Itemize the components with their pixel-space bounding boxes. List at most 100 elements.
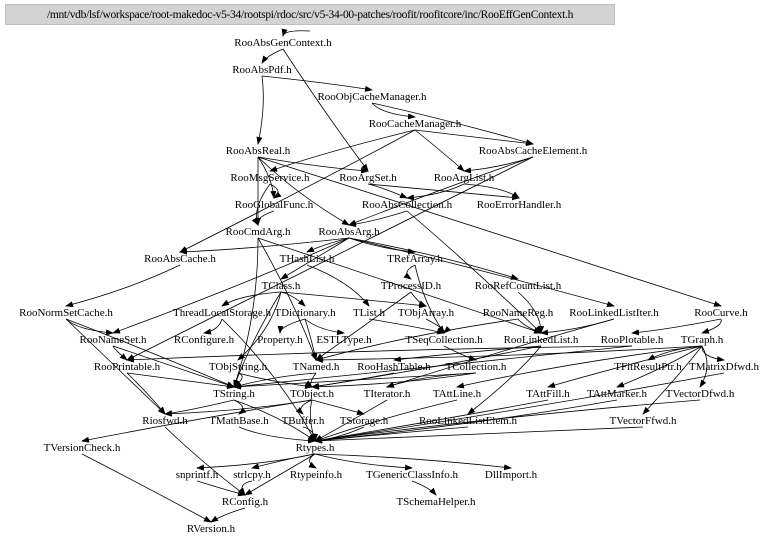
node-roo-abs-pdf[interactable]: RooAbsPdf.h — [232, 64, 292, 76]
node-rversion[interactable]: RVersion.h — [186, 523, 236, 535]
node-roo-abs-gen-context[interactable]: RooAbsGenContext.h — [234, 37, 332, 49]
node-tvector-dfwd[interactable]: TVectorDfwd.h — [665, 388, 735, 400]
node-rconfig[interactable]: RConfig.h — [221, 496, 269, 508]
node-tstring[interactable]: TString.h — [213, 388, 255, 400]
node-tmatrix-dfwd[interactable]: TMatrixDfwd.h — [689, 361, 759, 373]
edge-thash-list-to-tlist — [306, 264, 370, 307]
node-strlcpy[interactable]: strlcpy.h — [233, 469, 271, 481]
node-estltype[interactable]: ESTLType.h — [316, 334, 372, 346]
node-tschema-helper[interactable]: TSchemaHelper.h — [396, 496, 476, 508]
edge-tclass-to-tobj-string — [237, 291, 282, 361]
node-riosfwd[interactable]: Riosfwd.h — [142, 415, 188, 427]
edge-tgraph-to-tmatrix-dfwd — [701, 345, 725, 363]
node-tlist[interactable]: TList.h — [352, 307, 386, 319]
node-tbuffer[interactable]: TBuffer.h — [281, 415, 325, 427]
node-thread-local-storage[interactable]: ThreadLocalStorage.h — [172, 307, 272, 319]
node-property[interactable]: Property.h — [257, 334, 303, 346]
edge-roo-abs-gen-context-to-roo-abs-pdf — [261, 48, 284, 64]
edge-tclass-to-tstring — [233, 291, 282, 388]
node-titerator[interactable]: TIterator.h — [363, 388, 411, 400]
edge-roo-cmd-arg-to-roo-linked-list — [257, 237, 542, 334]
node-tversion-check[interactable]: TVersionCheck.h — [43, 442, 121, 454]
node-roo-linked-list-elem[interactable]: RooLinkedListElem.h — [418, 415, 518, 427]
edge-roo-linked-list-iter-to-roo-linked-list — [540, 318, 615, 336]
edge-roo-cache-manager-to-roo-msg-service — [269, 129, 416, 172]
node-tstorage[interactable]: TStorage.h — [339, 415, 389, 427]
node-roo-linked-list[interactable]: RooLinkedList.h — [503, 334, 579, 346]
edge-tcollection-to-tobject — [311, 372, 477, 390]
edge-roo-obj-cache-manager-to-roo-abs-cache-element — [371, 102, 534, 145]
edge-roo-abs-pdf-to-roo-abs-real — [256, 75, 264, 145]
node-tobj-array[interactable]: TObjArray.h — [397, 307, 455, 319]
node-roo-plotable[interactable]: RooPlotable.h — [600, 334, 664, 346]
node-rconfigure[interactable]: RConfigure.h — [173, 334, 235, 346]
edge-tgraph-to-tatt-marker — [616, 345, 703, 388]
node-tatt-fill[interactable]: TAttFill.h — [526, 388, 570, 400]
root-file-node[interactable]: /mnt/vdb/lsf/workspace/root-makedoc-v5-3… — [5, 4, 615, 25]
edge-tobject-to-tversion-check — [81, 399, 313, 443]
edge-roo-linked-list-elem-to-rtypes — [314, 426, 469, 444]
node-tclass[interactable]: TClass.h — [261, 280, 301, 292]
edge-rtypes-to-snprintf — [196, 453, 316, 471]
edge-rtypes-to-strlcpy — [251, 453, 316, 470]
node-tgeneric-class-info[interactable]: TGenericClassInfo.h — [366, 469, 458, 481]
edge-riosfwd-to-rconfig — [164, 426, 246, 496]
node-roo-abs-real[interactable]: RooAbsReal.h — [225, 145, 291, 157]
node-rtypes[interactable]: Rtypes.h — [295, 442, 335, 454]
node-roo-abs-collection[interactable]: RooAbsCollection.h — [361, 199, 453, 211]
edge-tref-array-to-tprocess-id — [403, 264, 416, 280]
node-roo-linked-list-iter[interactable]: RooLinkedListIter.h — [569, 307, 659, 319]
node-tmath-base[interactable]: TMathBase.h — [209, 415, 269, 427]
node-tref-array[interactable]: TRefArray.h — [387, 253, 443, 265]
node-tatt-marker[interactable]: TAttMarker.h — [587, 388, 647, 400]
node-roo-arg-set[interactable]: RooArgSet.h — [339, 172, 397, 184]
node-roo-global-func[interactable]: RooGlobalFunc.h — [234, 199, 314, 211]
edge-rtypes-to-rtypeinfo — [308, 453, 317, 469]
node-roo-ref-count-list[interactable]: RooRefCountList.h — [474, 280, 562, 292]
node-roo-hash-table[interactable]: RooHashTable.h — [357, 361, 431, 373]
node-roo-norm-set-cache[interactable]: RooNormSetCache.h — [19, 307, 113, 319]
node-roo-abs-cache-element[interactable]: RooAbsCacheElement.h — [478, 145, 588, 157]
node-dll-import[interactable]: DllImport.h — [484, 469, 538, 481]
edge-tnamed-to-tobject — [304, 372, 317, 388]
node-roo-arg-list[interactable]: RooArgList.h — [433, 172, 495, 184]
node-roo-name-set[interactable]: RooNameSet.h — [79, 334, 147, 346]
node-roo-printable[interactable]: RooPrintable.h — [93, 361, 161, 373]
edge-roo-abs-real-to-roo-curve — [257, 156, 722, 307]
node-thash-list[interactable]: THashList.h — [279, 253, 335, 265]
node-roo-obj-cache-manager[interactable]: RooObjCacheManager.h — [317, 91, 427, 103]
node-roo-abs-arg[interactable]: RooAbsArg.h — [318, 226, 380, 238]
node-tobj-string[interactable]: TObjString.h — [208, 361, 268, 373]
node-roo-msg-service[interactable]: RooMsgService.h — [230, 172, 310, 184]
node-tprocess-id[interactable]: TProcessID.h — [380, 280, 442, 292]
edge-roo-abs-real-to-roo-abs-arg — [257, 156, 350, 226]
node-tdictionary[interactable]: TDictionary.h — [274, 307, 336, 319]
node-tfit-result-ptr[interactable]: TFitResultPtr.h — [614, 361, 682, 373]
edge-tobject-to-tstorage — [311, 399, 365, 416]
node-tobject[interactable]: TObject.h — [289, 388, 335, 400]
node-tvector-ffwd[interactable]: TVectorFfwd.h — [609, 415, 677, 427]
node-tgraph[interactable]: TGraph.h — [680, 334, 724, 346]
node-roo-cmd-arg[interactable]: RooCmdArg.h — [225, 226, 291, 238]
node-roo-name-reg[interactable]: RooNameReg.h — [482, 307, 554, 319]
node-rtypeinfo[interactable]: Rtypeinfo.h — [289, 469, 343, 481]
edge-tclass-to-thread-local-storage — [221, 291, 282, 307]
edge-roo-cache-manager-to-roo-abs-cache — [179, 129, 416, 253]
node-snprintf[interactable]: snprintf.h — [175, 469, 219, 481]
edge-roo-abs-arg-to-thash-list — [306, 237, 350, 253]
node-roo-curve[interactable]: RooCurve.h — [694, 307, 748, 319]
edge-roo-name-set-to-tstring — [112, 345, 235, 388]
node-tatt-line[interactable]: TAttLine.h — [432, 388, 482, 400]
edge-rconfig-to-rversion — [210, 507, 246, 523]
edge-tversion-check-to-rversion — [81, 453, 212, 523]
node-tseq-collection[interactable]: TSeqCollection.h — [405, 334, 483, 346]
node-roo-cache-manager[interactable]: RooCacheManager.h — [368, 118, 462, 130]
edge-roo-abs-real-to-roo-arg-set — [257, 156, 369, 174]
node-tcollection[interactable]: TCollection.h — [445, 361, 507, 373]
edge-roo-cache-manager-to-roo-arg-list — [414, 129, 465, 172]
edge-roo-arg-list-to-roo-error-handler — [463, 183, 520, 199]
node-roo-abs-cache[interactable]: RooAbsCache.h — [144, 253, 216, 265]
node-roo-error-handler[interactable]: RooErrorHandler.h — [476, 199, 562, 211]
node-tnamed[interactable]: TNamed.h — [292, 361, 340, 373]
